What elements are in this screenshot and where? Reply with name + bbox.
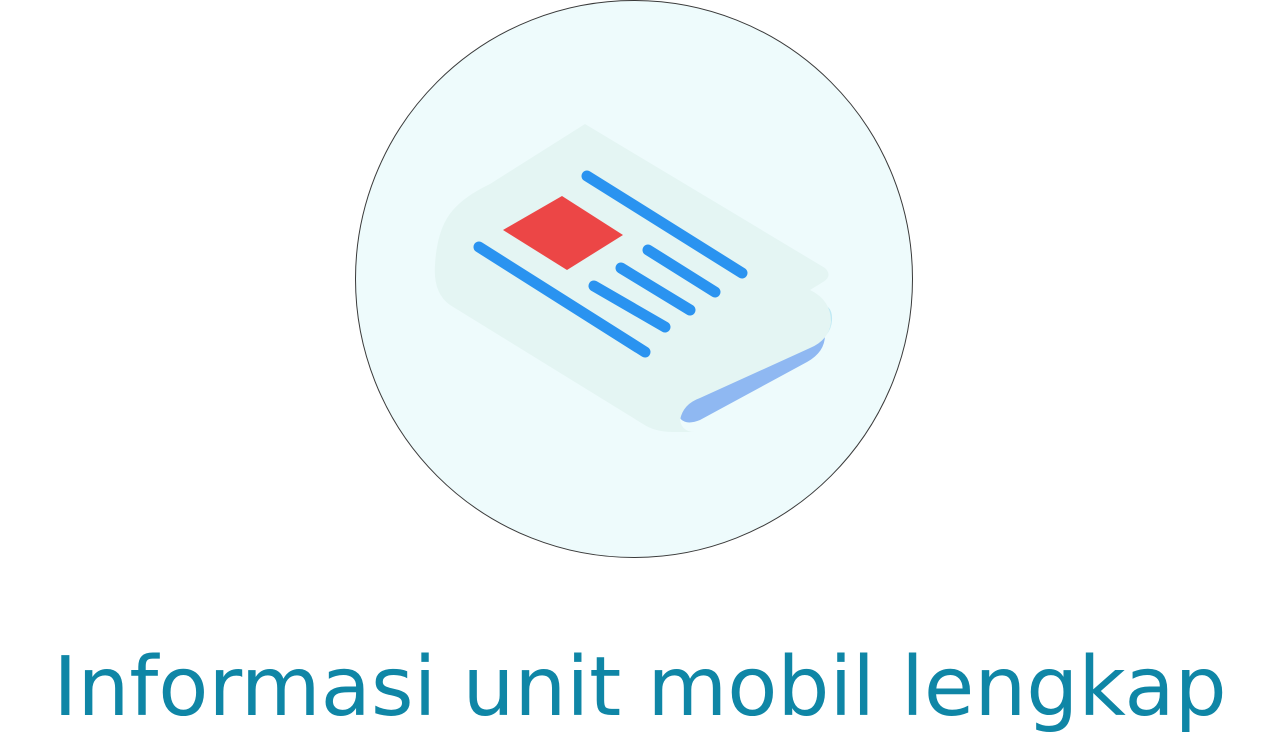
newspaper-line-2 (642, 244, 721, 298)
newspaper-line-4 (588, 280, 671, 333)
newspaper-line-3 (615, 262, 696, 316)
feature-caption: Informasi unit mobil lengkap (53, 640, 1227, 735)
newspaper-icon (434, 124, 833, 432)
newspaper-line-5 (473, 241, 651, 358)
newspaper-photo-block (503, 196, 623, 270)
newspaper-text-lines (473, 170, 748, 358)
newspaper-line-1 (581, 170, 748, 279)
